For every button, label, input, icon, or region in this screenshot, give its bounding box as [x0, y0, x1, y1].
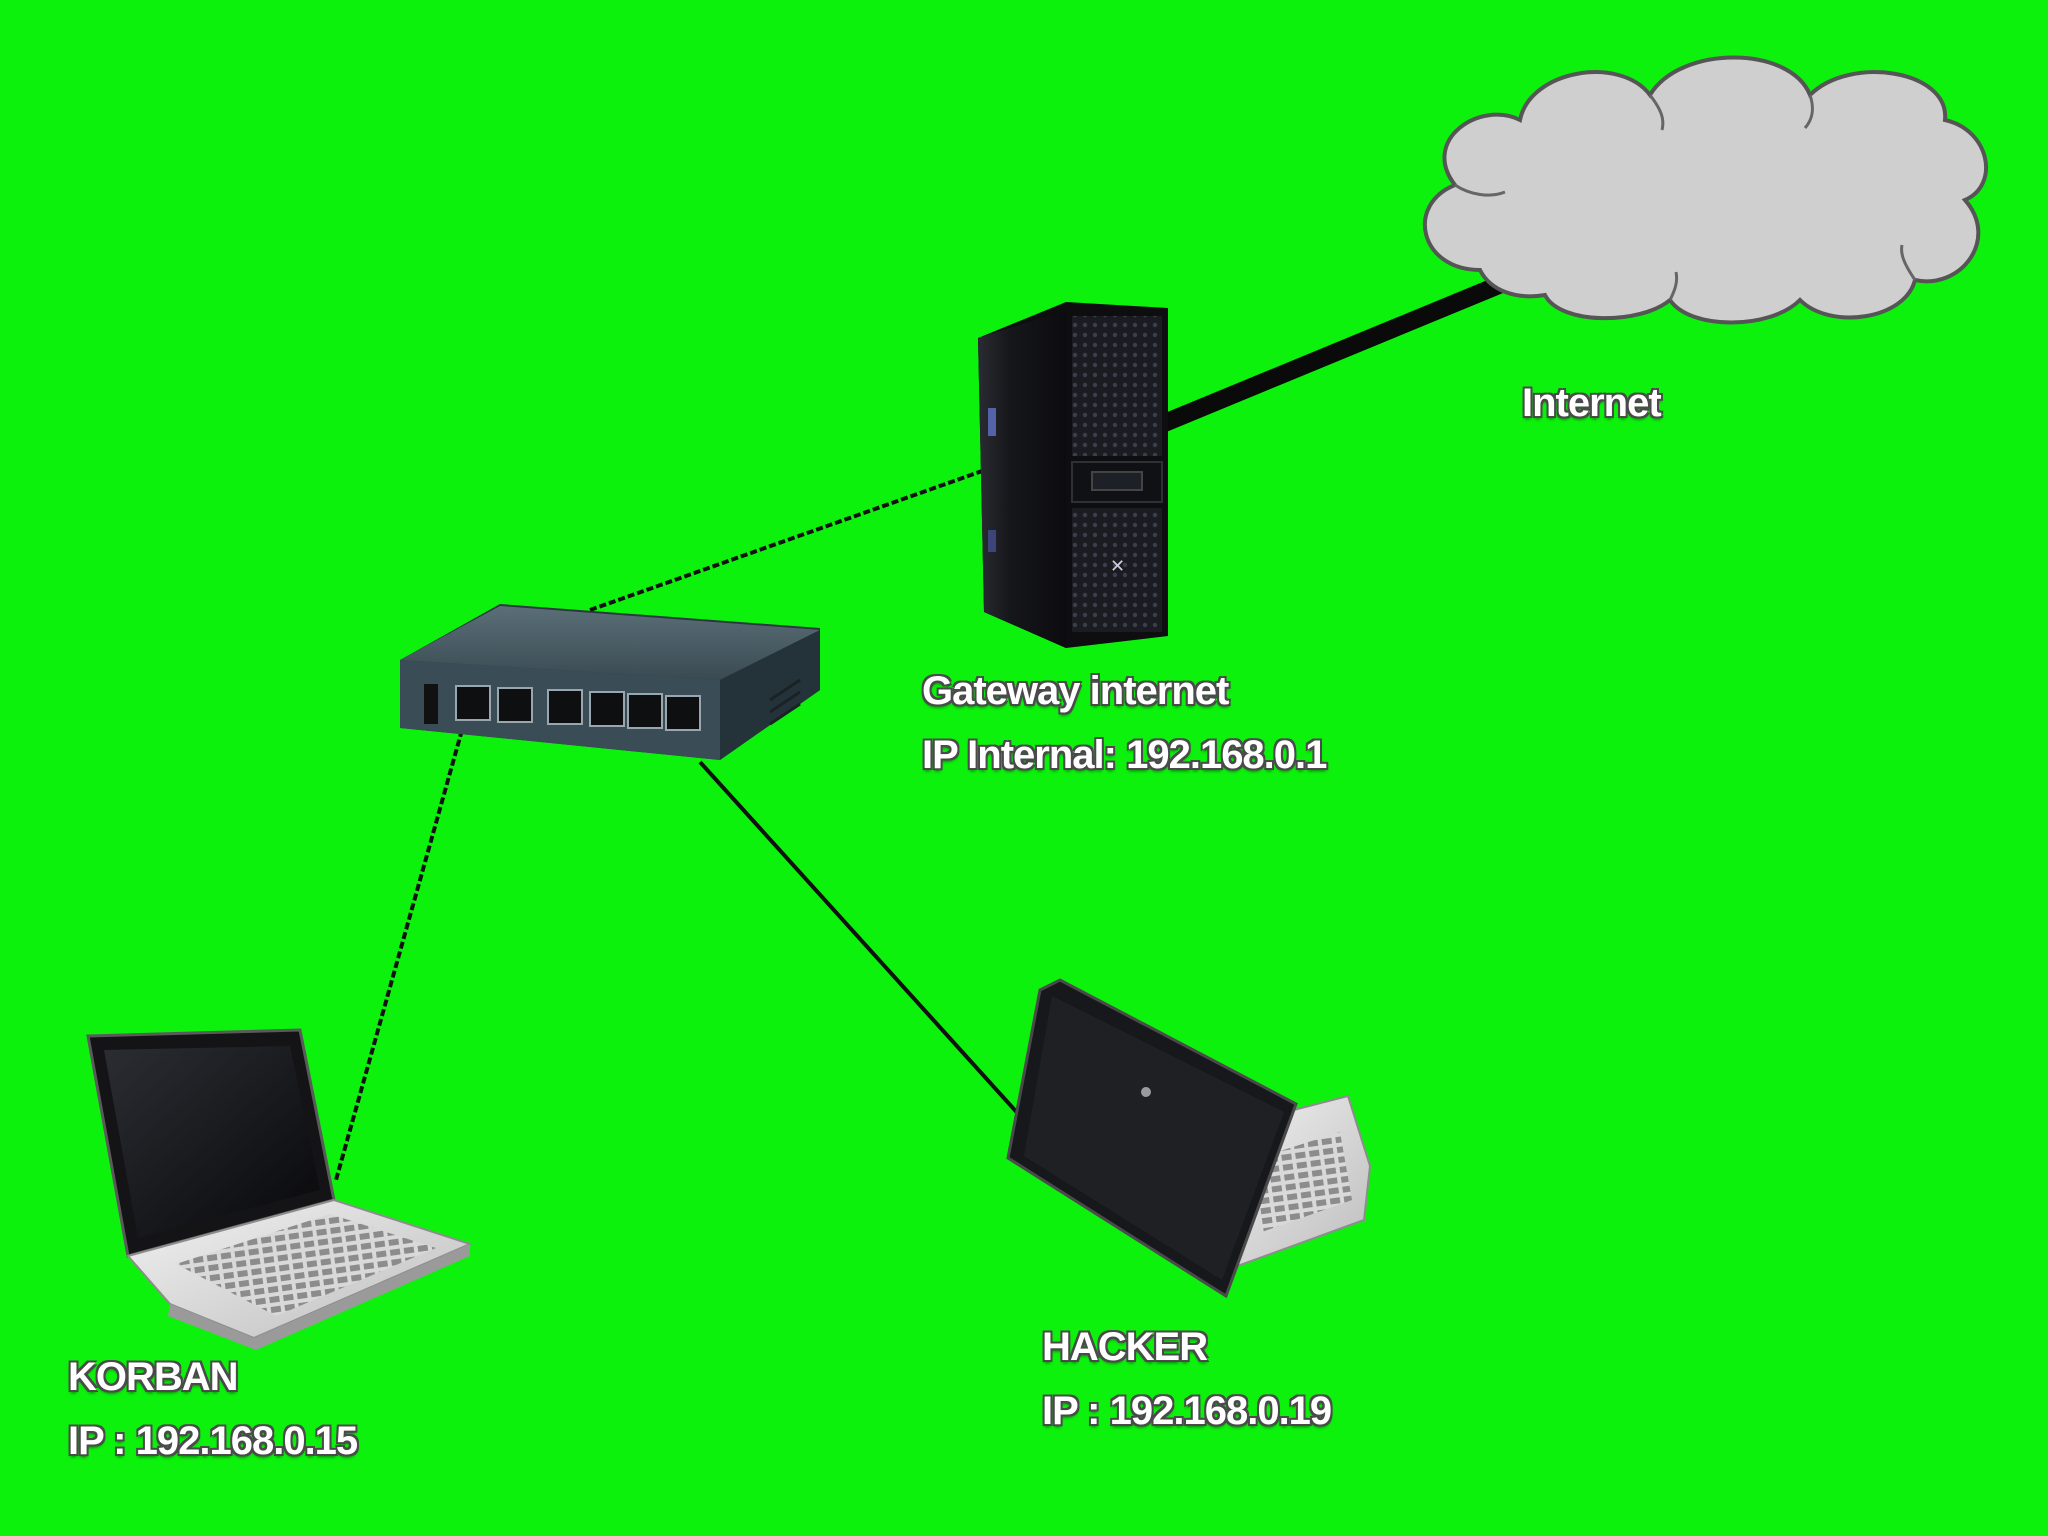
link-switch-gateway: [589, 468, 986, 612]
victim-name: KORBAN: [68, 1355, 239, 1399]
cloud-icon: [1422, 55, 1989, 325]
attacker-ip: IP : 192.168.0.19: [1042, 1389, 1332, 1433]
link-switch-victim: [334, 729, 464, 1181]
laptop-icon: [1006, 978, 1372, 1299]
gateway-name: Gateway internet: [922, 669, 1229, 713]
attacker-label: HACKER IP : 192.168.0.19: [1042, 1322, 1332, 1436]
gateway-label: Gateway internet IP Internal: 192.168.0.…: [922, 666, 1327, 780]
victim-label: KORBAN IP : 192.168.0.15: [68, 1352, 358, 1466]
victim-ip: IP : 192.168.0.15: [68, 1419, 358, 1463]
gateway-ip: IP Internal: 192.168.0.1: [922, 733, 1327, 777]
laptop-icon: [86, 1028, 473, 1350]
internet-name: Internet: [1522, 381, 1662, 425]
link-switch-attacker: [698, 760, 1024, 1120]
attacker-name: HACKER: [1042, 1325, 1208, 1369]
server-tower-icon: ✕: [978, 302, 1168, 648]
network-switch-icon: [400, 604, 820, 760]
svg-text:✕: ✕: [1110, 556, 1125, 577]
internet-label: Internet: [1522, 378, 1662, 428]
